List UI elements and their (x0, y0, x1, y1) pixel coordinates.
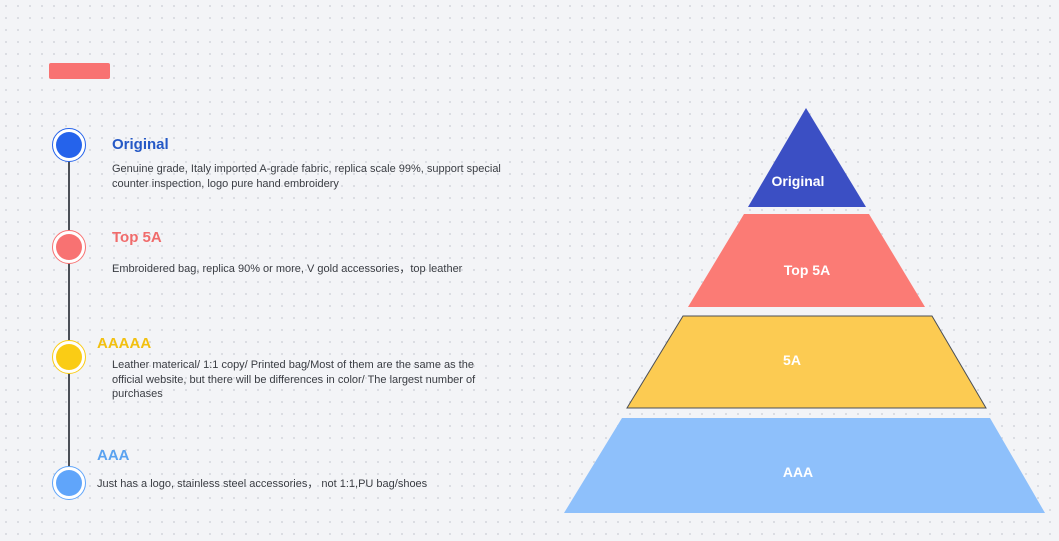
pyramid-label-original: Original (772, 173, 825, 189)
level-title-original: Original (112, 136, 169, 153)
level-desc-original: Genuine grade, Italy imported A-grade fa… (112, 163, 501, 190)
pyramid-tier-original (748, 108, 866, 207)
pyramid-tier-5a (626, 315, 987, 409)
timeline-dot-original (56, 132, 82, 158)
level-title-aaa: AAA (97, 447, 130, 464)
timeline-dot-aaa (56, 470, 82, 496)
level-desc-top5a: Embroidered bag, replica 90% or more, V … (112, 263, 463, 275)
level-title-aaaaa: AAAAA (97, 335, 152, 352)
timeline-node-aaaaa (52, 340, 86, 374)
timeline-dot-aaaaa (56, 344, 82, 370)
header-accent-bar (49, 63, 110, 79)
pyramid-tier-top5a (688, 214, 925, 307)
timeline-node-aaa (52, 466, 86, 500)
timeline-node-top5a (52, 230, 86, 264)
timeline-node-original (52, 128, 86, 162)
level-desc-aaa: Just has a logo, stainless steel accesso… (97, 478, 428, 490)
pyramid-label-aaa: AAA (783, 464, 813, 480)
pyramid-label-top5a: Top 5A (784, 262, 830, 278)
level-title-top5a: Top 5A (112, 229, 162, 246)
level-desc-aaaaa: Leather materical/ 1:1 copy/ Printed bag… (112, 359, 476, 400)
pyramid-tier-aaa (564, 418, 1045, 513)
pyramid-label-5a: 5A (783, 352, 801, 368)
timeline-dot-top5a (56, 234, 82, 260)
timeline-line (68, 145, 70, 483)
